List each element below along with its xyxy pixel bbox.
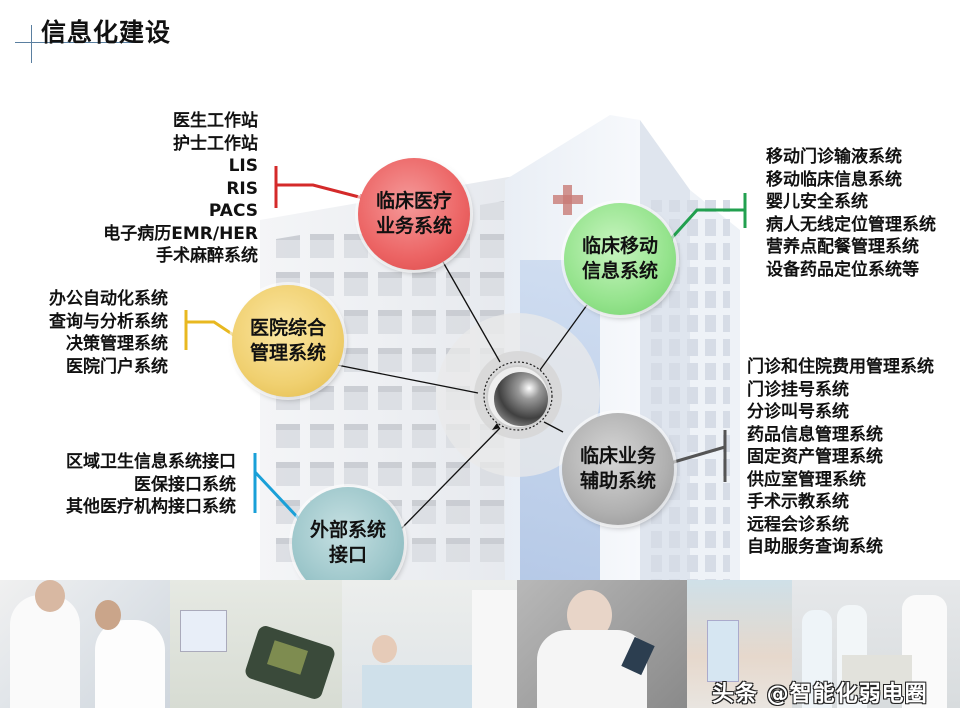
- node-mobile-line1: 临床移动: [581, 235, 658, 257]
- list-item: 办公自动化系统: [49, 289, 168, 309]
- list-item: 区域卫生信息系统接口: [66, 452, 236, 472]
- list-item: PACS: [208, 201, 258, 221]
- list-item: 移动门诊输液系统: [766, 147, 902, 167]
- list-item: 医生工作站: [173, 111, 258, 131]
- list-item: 药品信息管理系统: [747, 424, 883, 445]
- list-admin-systems: 办公自动化系统 查询与分析系统 决策管理系统 医院门户系统: [49, 288, 168, 378]
- list-item: 决策管理系统: [66, 334, 168, 354]
- list-item: 门诊和住院费用管理系统: [747, 357, 934, 377]
- photo-doctor-with-pda: [517, 580, 687, 708]
- watermark-text: 头条 @智能化弱电圈: [712, 682, 928, 707]
- list-item: 医保接口系统: [134, 474, 236, 495]
- node-clinical-medical[interactable]: 临床医疗 业务系统: [358, 158, 470, 270]
- node-clinical-line1: 临床医疗: [375, 190, 452, 212]
- list-item: 分诊叫号系统: [747, 402, 849, 422]
- list-item: 远程会诊系统: [747, 514, 849, 535]
- photo-nurse-with-patient: [342, 580, 517, 708]
- node-mobile-line2: 信息系统: [581, 260, 658, 282]
- photo-doctors-with-tablet: [0, 580, 170, 708]
- node-hospital-admin[interactable]: 医院综合 管理系统: [232, 285, 344, 397]
- list-item: 婴儿安全系统: [766, 192, 868, 212]
- node-admin-line1: 医院综合: [249, 317, 326, 339]
- node-clinical-mobile[interactable]: 临床移动 信息系统: [564, 203, 676, 315]
- node-admin-line2: 管理系统: [249, 342, 326, 364]
- title-crosshair-vertical: [31, 25, 32, 63]
- sphere-hub-icon: [483, 361, 553, 431]
- hospital-building-background: [260, 115, 740, 580]
- node-clinical-line2: 业务系统: [375, 215, 452, 237]
- title-crosshair-horizontal: [15, 42, 135, 43]
- list-auxiliary-systems: 门诊和住院费用管理系统 门诊挂号系统 分诊叫号系统 药品信息管理系统 固定资产管…: [747, 356, 934, 559]
- list-item: 电子病历EMR/HER: [103, 223, 258, 244]
- photo-ward-round-team: [792, 580, 960, 708]
- page-title: 信息化建设: [41, 18, 172, 47]
- list-clinical-systems: 医生工作站 护士工作站 LIS RIS PACS 电子病历EMR/HER 手术麻…: [103, 110, 258, 268]
- list-item: 手术麻醉系统: [156, 246, 258, 266]
- list-external-interfaces: 区域卫生信息系统接口 医保接口系统 其他医疗机构接口系统: [66, 451, 236, 519]
- list-item: 其他医疗机构接口系统: [66, 497, 236, 517]
- photo-strip: [0, 580, 960, 710]
- list-item: 门诊挂号系统: [747, 379, 849, 400]
- photo-pharmacy-scanner: [170, 580, 342, 708]
- list-item: 营养点配餐管理系统: [766, 237, 919, 257]
- photo-patient-wristband: [687, 580, 792, 708]
- list-item: 设备药品定位系统等: [766, 259, 919, 280]
- list-item: 自助服务查询系统: [747, 537, 883, 557]
- list-item: 医院门户系统: [66, 356, 168, 377]
- list-item: 移动临床信息系统: [766, 169, 902, 190]
- list-item: 查询与分析系统: [49, 311, 168, 332]
- list-item: 病人无线定位管理系统: [766, 214, 936, 235]
- list-item: 固定资产管理系统: [747, 447, 883, 467]
- node-external-line1: 外部系统: [309, 519, 386, 541]
- node-auxiliary-line2: 辅助系统: [579, 470, 656, 492]
- list-mobile-systems: 移动门诊输液系统 移动临床信息系统 婴儿安全系统 病人无线定位管理系统 营养点配…: [766, 146, 936, 281]
- node-clinical-auxiliary[interactable]: 临床业务 辅助系统: [562, 413, 674, 525]
- node-auxiliary-line1: 临床业务: [579, 445, 656, 467]
- list-item: 手术示教系统: [747, 492, 849, 512]
- node-external-line2: 接口: [328, 544, 367, 566]
- list-item: 供应室管理系统: [747, 469, 866, 490]
- list-item: LIS: [228, 156, 258, 176]
- list-item: 护士工作站: [173, 133, 258, 154]
- list-item: RIS: [226, 178, 258, 199]
